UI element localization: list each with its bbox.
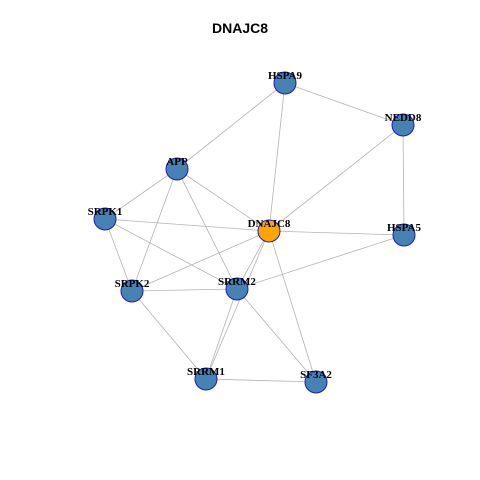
edge-hspa9-app [176,82,286,170]
edge-nedd8-dnajc8 [268,124,404,232]
node-srrm2[interactable] [225,277,249,301]
node-label-hspa5: HSPA5 [387,222,422,234]
edge-dnajc8-sf3a2 [268,230,317,383]
node-label-srrm2: SRRM2 [218,276,256,288]
edge-hspa5-srrm2 [236,234,405,290]
edge-srpk1-dnajc8 [104,218,270,232]
edge-app-srpk1 [104,168,178,220]
node-srpk1[interactable] [93,207,117,231]
node-hspa9[interactable] [273,71,297,95]
node-label-srrm1: SRRM1 [187,366,225,378]
edge-srpk2-srrm2 [131,288,238,292]
node-app[interactable] [165,157,189,181]
edge-srpk1-srpk2 [104,218,133,292]
edge-dnajc8-hspa5 [268,230,405,236]
edge-layer [104,82,405,383]
node-label-srpk1: SRPK1 [88,206,123,218]
edge-dnajc8-srpk2 [131,230,270,292]
edge-srrm2-sf3a2 [236,288,317,383]
graph-title: DNAJC8 [211,20,268,36]
edge-app-srrm2 [176,168,238,290]
edge-srpk2-srrm1 [131,290,207,380]
edge-srpk1-srrm2 [104,218,238,290]
node-sf3a2[interactable] [304,370,328,394]
node-srrm1[interactable] [194,367,218,391]
node-layer [93,71,416,394]
node-dnajc8[interactable] [257,219,281,243]
edge-nedd8-hspa5 [402,124,405,236]
edge-hspa9-nedd8 [284,82,404,126]
edge-app-srpk2 [131,168,178,292]
node-label-nedd8: NEDD8 [385,112,422,124]
edge-app-dnajc8 [176,168,270,232]
node-label-sf3a2: SF3A2 [300,369,332,381]
edge-srrm2-srrm1 [205,288,238,380]
node-label-hspa9: HSPA9 [268,70,303,82]
edge-srrm1-sf3a2 [205,378,317,383]
node-nedd8[interactable] [391,113,415,137]
node-label-app: APP [166,156,188,168]
node-hspa5[interactable] [392,223,416,247]
edge-hspa9-dnajc8 [268,82,286,232]
node-label-srpk2: SRPK2 [115,278,150,290]
node-label-dnajc8: DNAJC8 [248,218,291,230]
edge-dnajc8-srrm1 [205,230,270,380]
node-srpk2[interactable] [120,279,144,303]
